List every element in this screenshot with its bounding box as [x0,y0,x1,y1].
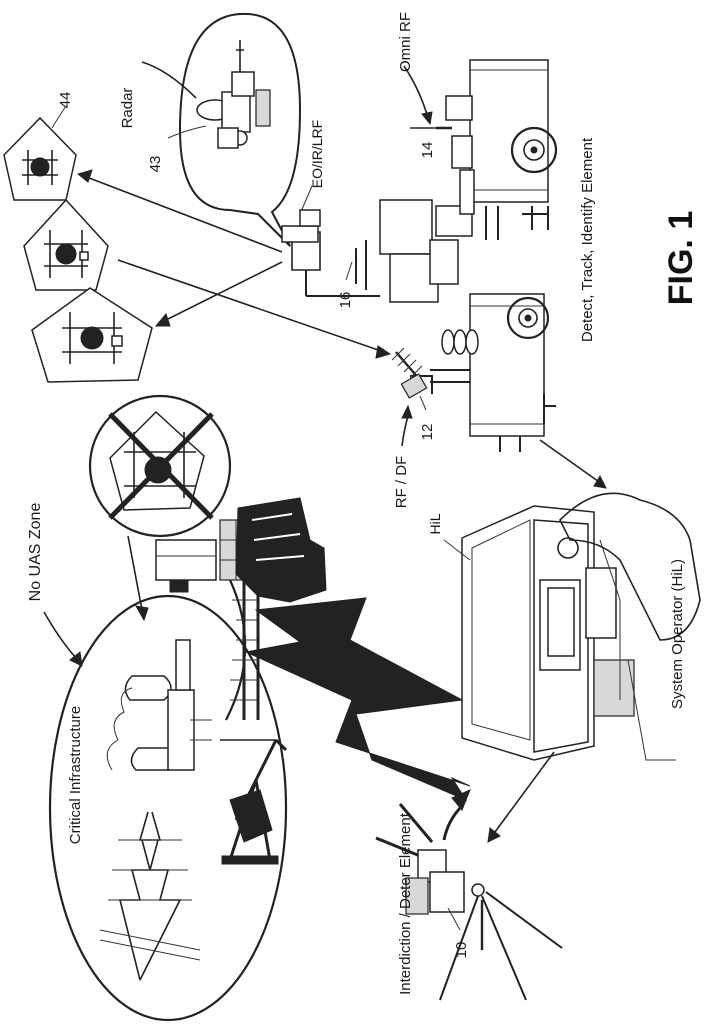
no-uas-zone-label: No UAS Zone [27,503,44,602]
ref-14: 14 [419,142,436,159]
lightning-bolt-icon [246,598,470,800]
neutralized-uas-icon [90,396,230,536]
system-operator-label: System Operator (HiL) [669,559,686,709]
arrow-head-uas-1 [78,170,92,182]
uas-drone-2-icon [24,200,108,290]
arrow-from-interdiction [444,806,462,840]
leader-12 [420,396,426,410]
arrow-to-zone [128,536,142,610]
uas-drone-3-icon [32,288,152,382]
ref-10: 10 [453,942,470,959]
radar-label: Radar [119,88,136,129]
leader-16 [346,262,352,280]
leader-radar [142,62,196,98]
arrow-head-omni [422,112,432,124]
arrow-head-rfdf [376,346,390,358]
pump-jack-icon [222,740,286,864]
power-plant-icon [107,640,212,770]
arrow-head-interdiction [488,828,500,842]
critical-infrastructure-text: Critical Infrastructure [67,706,84,844]
radar-sensor-icon [197,40,270,148]
uas-drone-1-icon [4,118,76,200]
leader-rf-df [402,416,408,446]
operator-workstation-icon [462,493,700,760]
arrow-to-interdiction [492,752,554,836]
interdiction-label: Interdiction / Deter Element [397,812,414,995]
ref-12: 12 [419,424,436,441]
arrow-to-uas-3 [162,262,282,322]
leader-omni-rf [404,66,428,118]
leader-43 [168,126,206,138]
ref-16: 16 [337,292,354,309]
critical-infrastructure-label: Critical Infrastructure [67,706,84,844]
arrow-head-uas-3 [156,314,170,326]
arrow-head-rf-df [402,406,412,418]
fist-icon [236,498,326,602]
arrow-to-operator [540,440,602,484]
rf-df-label: RF / DF [393,456,410,509]
omni-rf-label: Omni RF [397,12,414,72]
rf-df-trailer-icon [392,294,556,452]
transmission-tower-icon [100,812,200,980]
leader-no-uas-zone [44,612,76,658]
eo-ir-lrf-label: EO/IR/LRF [309,120,325,188]
detect-track-identify-label: Detect, Track, Identify Element [579,137,596,342]
figure-label: FIG. 1 [662,211,700,305]
arrow-head-zone [136,606,148,620]
ref-44: 44 [57,92,74,109]
arrow-head-operator [594,476,606,488]
hil-label: HiL [427,513,443,534]
ref-43: 43 [147,156,164,173]
